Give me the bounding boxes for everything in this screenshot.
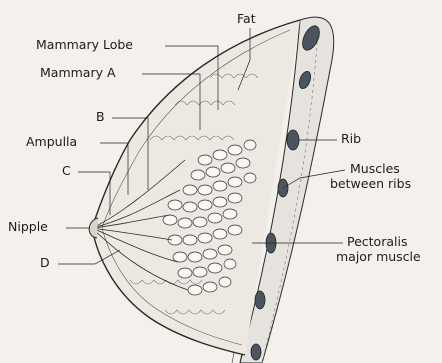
label-mammary-lobe: Mammary Lobe [36,38,133,52]
label-fat: Fat [237,12,256,26]
nipple-shape [89,218,98,238]
label-c: C [62,164,71,178]
rib-3 [287,130,299,150]
label-mammary-a: Mammary A [40,66,116,80]
label-d: D [40,256,50,270]
label-rib: Rib [341,132,361,146]
label-muscles-line2: between ribs [330,177,411,191]
label-pectoralis-line1: Pectoralis [347,235,407,249]
label-ampulla: Ampulla [26,135,77,149]
label-b: B [96,110,105,124]
rib-6 [255,291,265,309]
label-nipple: Nipple [8,220,48,234]
label-pectoralis-line2: major muscle [336,250,421,264]
rib-7 [251,344,261,360]
label-muscles-line1: Muscles [350,162,400,176]
